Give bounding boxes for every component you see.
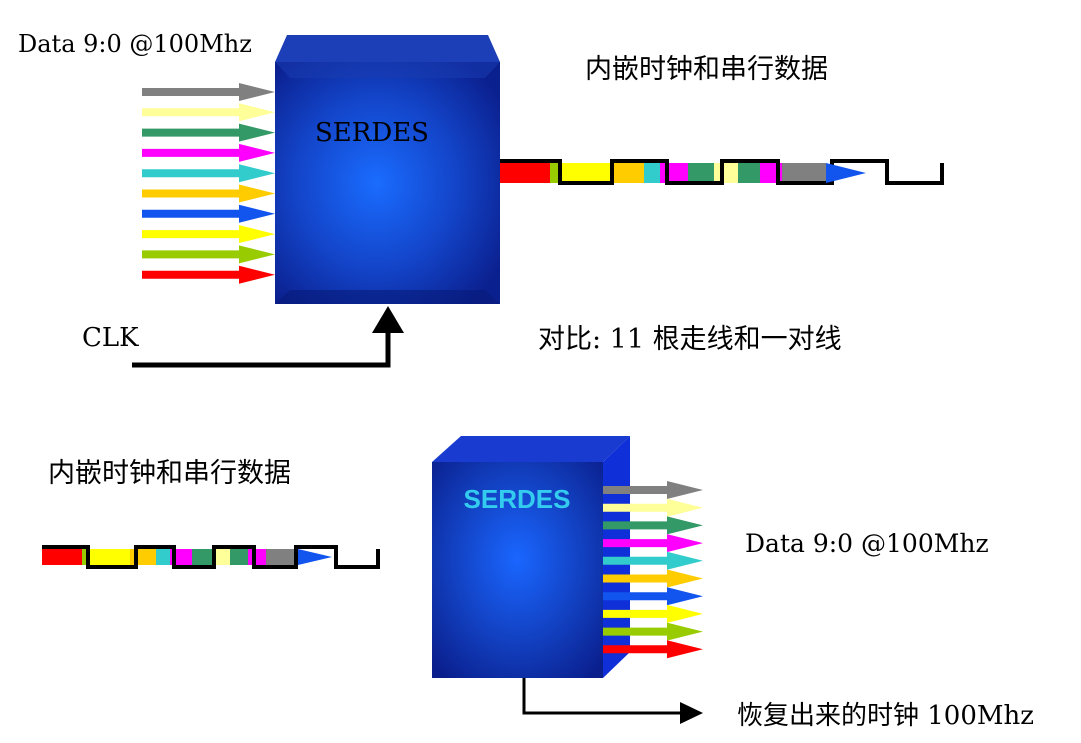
lane-arrow-icon xyxy=(603,569,703,588)
stream-segment xyxy=(714,163,738,183)
stream-segment xyxy=(42,549,82,565)
lane-arrow-icon xyxy=(142,245,275,264)
lane-arrow-icon xyxy=(603,622,703,641)
stream-segment xyxy=(156,549,170,565)
stream-segment xyxy=(610,163,644,183)
clk-label: CLK xyxy=(82,323,139,353)
stream-segment xyxy=(660,163,688,183)
top-input-lanes xyxy=(142,83,275,284)
compare-label: 对比: 11 根走线和一对线 xyxy=(538,324,842,355)
top-serdes-label: SERDES xyxy=(315,118,429,148)
lane-arrow-icon xyxy=(603,534,703,553)
top-serdes-block xyxy=(275,35,500,304)
stream-segment xyxy=(230,549,248,565)
bottom-serial-stream xyxy=(42,545,380,569)
stream-segment xyxy=(192,549,212,565)
stream-waveform xyxy=(42,545,380,569)
lane-arrow-icon xyxy=(142,204,275,223)
stream-segment xyxy=(688,163,714,183)
bottom-serdes-label: SERDES xyxy=(464,484,571,514)
lane-arrow-icon xyxy=(142,164,275,183)
lane-arrow-icon xyxy=(142,103,275,122)
serial-stream-arrow-icon xyxy=(826,163,866,183)
lane-arrow-icon xyxy=(603,481,703,499)
recovered-clock-line xyxy=(522,678,682,715)
stream-segment xyxy=(782,163,806,183)
stream-segment xyxy=(560,163,610,183)
bottom-output-lanes xyxy=(603,481,703,659)
lane-arrow-icon xyxy=(603,587,703,606)
lane-arrow-icon xyxy=(603,551,703,570)
recovered-clock-label: 恢复出来的时钟 100Mhz xyxy=(737,701,1034,731)
lane-arrow-icon xyxy=(603,516,703,535)
lane-arrow-icon xyxy=(603,640,703,659)
lane-arrow-icon xyxy=(142,184,275,203)
bottom-output-label: Data 9:0 @100Mhz xyxy=(745,529,989,558)
stream-segment xyxy=(130,549,156,565)
serial-stream-arrow-icon xyxy=(298,549,332,565)
top-input-label: Data 9:0 @100Mhz xyxy=(18,30,252,58)
stream-segment xyxy=(644,163,660,183)
lane-arrow-icon xyxy=(142,265,275,284)
lane-arrow-icon xyxy=(142,225,275,244)
stream-segment xyxy=(806,163,826,183)
lane-arrow-icon xyxy=(142,123,275,142)
stream-segment xyxy=(550,163,560,183)
recovered-clock-arrow-icon xyxy=(680,702,703,724)
stream-segment xyxy=(248,549,266,565)
top-serial-label: 内嵌时钟和串行数据 xyxy=(585,54,828,85)
lane-arrow-icon xyxy=(142,83,275,101)
stream-segment xyxy=(90,549,130,565)
stream-waveform xyxy=(500,159,944,185)
lane-arrow-icon xyxy=(142,143,275,162)
top-serial-stream xyxy=(500,159,944,185)
clk-line xyxy=(132,330,391,368)
stream-segment xyxy=(738,163,760,183)
bottom-serial-label: 内嵌时钟和串行数据 xyxy=(48,458,291,489)
bottom-serdes-block xyxy=(432,436,630,678)
lane-arrow-icon xyxy=(603,604,703,623)
stream-segment xyxy=(266,549,284,565)
stream-segment xyxy=(500,163,550,183)
clock-arrow-icon xyxy=(372,306,404,333)
lane-arrow-icon xyxy=(603,498,703,517)
stream-segment xyxy=(212,549,230,565)
